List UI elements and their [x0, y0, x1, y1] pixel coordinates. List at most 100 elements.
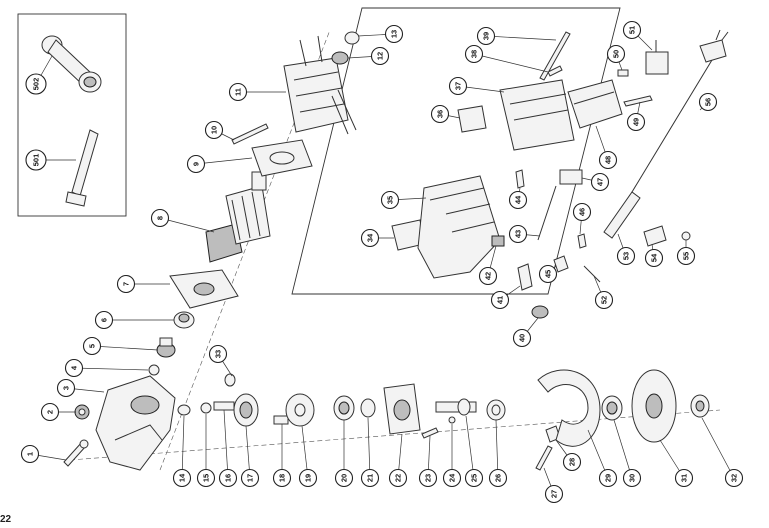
callout-number-45: 45: [544, 270, 553, 278]
holder-part-22: [383, 383, 421, 435]
callout-number-2: 2: [46, 410, 55, 414]
screw-part-23: [421, 427, 439, 439]
main-axis-line: [69, 409, 721, 461]
tail-housing-part-37: [499, 79, 575, 151]
callout-number-13: 13: [390, 30, 399, 38]
callout-number-38: 38: [470, 50, 479, 58]
callout-34: 34: [360, 228, 380, 248]
callout-number-14: 14: [178, 473, 187, 482]
callout-56: 56: [698, 92, 718, 112]
callout-circle-25: [464, 468, 484, 488]
callout-number-23: 23: [424, 474, 433, 482]
housing-group-frame: [291, 7, 621, 295]
screw-part-38: [547, 65, 563, 77]
callout-circle-1: [20, 444, 40, 464]
callout-number-42: 42: [484, 272, 493, 280]
capacitor-part-47: [559, 169, 583, 185]
cord-clip-part-54: [643, 225, 667, 247]
callout-41: 41: [490, 290, 510, 310]
callout-circle-3: [56, 378, 76, 398]
leader-line-30: [613, 419, 633, 479]
leader-line-32: [701, 417, 735, 479]
callout-32: 32: [724, 468, 744, 488]
callout-number-9: 9: [192, 162, 201, 166]
callout-number-27: 27: [550, 490, 559, 498]
callout-42: 42: [478, 266, 498, 286]
callout-circle-4: [64, 358, 84, 378]
callout-circle-16: [218, 468, 238, 488]
callout-45: 45: [538, 264, 558, 284]
callout-number-49: 49: [632, 118, 641, 126]
callout-circle-501: [25, 149, 47, 171]
callout-circle-44: [508, 190, 528, 210]
callout-24: 24: [442, 468, 462, 488]
callout-25: 25: [464, 468, 484, 488]
callout-circle-53: [616, 246, 636, 266]
callout-19: 19: [298, 468, 318, 488]
callout-3: 3: [56, 378, 76, 398]
callout-31: 31: [674, 468, 694, 488]
switch-cover-part-48: [567, 79, 623, 129]
callout-7: 7: [116, 274, 136, 294]
leader-line-26: [495, 419, 499, 479]
callout-circle-14: [172, 468, 192, 488]
callout-circle-7: [116, 274, 136, 294]
callout-circle-46: [572, 202, 592, 222]
callout-number-20: 20: [340, 474, 349, 482]
housing-plate-part-7: [169, 269, 239, 309]
stator-part-11: [283, 35, 357, 135]
pinion-part-5: [156, 337, 176, 358]
callout-18: 18: [272, 468, 292, 488]
callout-circle-31: [674, 468, 694, 488]
callout-circle-19: [298, 468, 318, 488]
callout-22: 22: [388, 468, 408, 488]
cord-guard-part-53: [603, 191, 641, 239]
callout-51: 51: [622, 20, 642, 40]
callout-number-26: 26: [494, 474, 503, 482]
callout-circle-32: [724, 468, 744, 488]
callout-36: 36: [430, 104, 450, 124]
callout-number-28: 28: [568, 458, 577, 466]
callout-1: 1: [20, 444, 40, 464]
callout-number-46: 46: [578, 208, 587, 216]
bearing-part-20: [333, 395, 355, 421]
leader-line-16: [223, 409, 229, 479]
callout-circle-11: [228, 82, 248, 102]
callout-circle-55: [676, 246, 696, 266]
callout-48: 48: [598, 150, 618, 170]
callout-29: 29: [598, 468, 618, 488]
callout-number-10: 10: [210, 126, 219, 134]
page-code: 22: [0, 514, 12, 525]
callout-circle-27: [544, 484, 564, 504]
accessory-frame: [17, 13, 127, 217]
ring-part-21: [360, 398, 376, 418]
callout-number-11: 11: [234, 88, 243, 96]
callout-502: 502: [25, 73, 47, 95]
leader-line-38: [473, 53, 549, 73]
callout-number-54: 54: [650, 253, 659, 262]
callout-circle-56: [698, 92, 718, 112]
callout-number-50: 50: [612, 50, 621, 58]
screw-part-55: [681, 231, 691, 241]
callout-26: 26: [488, 468, 508, 488]
wrench-part: [65, 129, 99, 207]
callout-53: 53: [616, 246, 636, 266]
callout-number-40: 40: [518, 334, 527, 342]
switch-part-51: [645, 40, 669, 75]
callout-number-44: 44: [514, 195, 523, 204]
callout-circle-15: [196, 468, 216, 488]
callout-35: 35: [380, 190, 400, 210]
brush-part-42: [491, 235, 505, 247]
leader-line-4: [73, 367, 149, 371]
callout-46: 46: [572, 202, 592, 222]
callout-number-19: 19: [304, 474, 313, 482]
baffle-part-9: [251, 139, 313, 177]
callout-number-7: 7: [122, 282, 131, 286]
cap-part-40: [531, 305, 549, 319]
bolt-part-27: [535, 445, 553, 471]
callout-number-53: 53: [622, 252, 631, 260]
flange-part-30: [601, 395, 623, 421]
grinding-wheel-part-31: [631, 369, 677, 443]
callout-12: 12: [370, 46, 390, 66]
leader-line-14: [181, 415, 185, 479]
